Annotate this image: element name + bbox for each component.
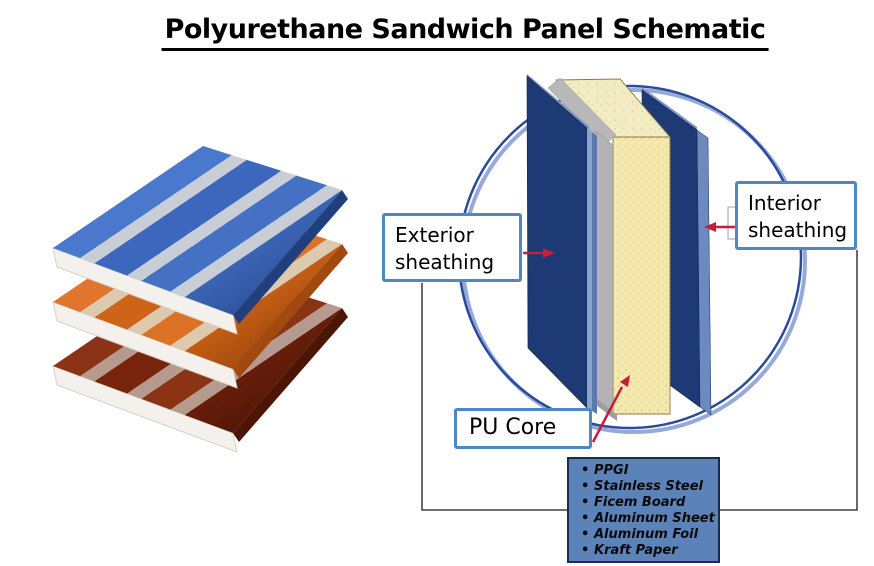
panel-blue-side-flank	[233, 190, 348, 324]
exterior-sheathing-side-edge-light	[587, 128, 592, 411]
glue-layer	[547, 77, 617, 421]
exterior-sheathing-label-box: Exterior sheathing	[382, 213, 522, 282]
pu-core-front-face	[612, 136, 671, 415]
material-item: Aluminum Sheet	[581, 511, 718, 527]
exterior-sheathing-label: Exterior sheathing	[395, 223, 495, 274]
interior-sheathing-side-edge	[696, 129, 712, 416]
exterior-sheathing-layer	[526, 74, 597, 414]
material-item: Aluminum Foil	[581, 527, 718, 543]
panel-schematic	[421, 74, 858, 511]
sandwich-panels-illustration	[52, 146, 348, 453]
exterior-arrow-head	[543, 248, 555, 258]
pu-core-label-box: PU Core	[454, 408, 592, 449]
interior-arrow-head	[704, 222, 716, 232]
materials-list: PPGIStainless SteelFicem BoardAluminum S…	[569, 463, 718, 559]
panel-blue	[52, 146, 348, 335]
panel-blue-surface	[53, 146, 342, 315]
panel-orange-side-flank	[233, 244, 348, 378]
core-arrow-line	[591, 386, 624, 443]
interior-sheathing-label-box: Interior sheathing	[735, 181, 857, 250]
panel-maroon-side-flank	[233, 308, 348, 442]
material-item: Stainless Steel	[581, 479, 718, 495]
glue-layer-bottom-wedge	[596, 398, 617, 421]
glue-layer-side-strip	[595, 130, 614, 419]
materials-list-box: PPGIStainless SteelFicem BoardAluminum S…	[567, 457, 720, 563]
interior-sheathing-label: Interior sheathing	[748, 191, 848, 242]
pointer-arrows	[523, 222, 736, 443]
material-item: PPGI	[581, 463, 718, 479]
pu-core-layer	[554, 78, 671, 415]
page-title: Polyurethane Sandwich Panel Schematic	[161, 13, 769, 51]
core-arrow-head	[620, 375, 630, 387]
material-item: Kraft Paper	[581, 543, 718, 559]
exterior-sheathing-side-edge-mid	[592, 132, 597, 414]
pu-core-label: PU Core	[469, 415, 557, 440]
material-item: Ficem Board	[581, 495, 718, 511]
exterior-sheathing-face	[526, 75, 588, 409]
